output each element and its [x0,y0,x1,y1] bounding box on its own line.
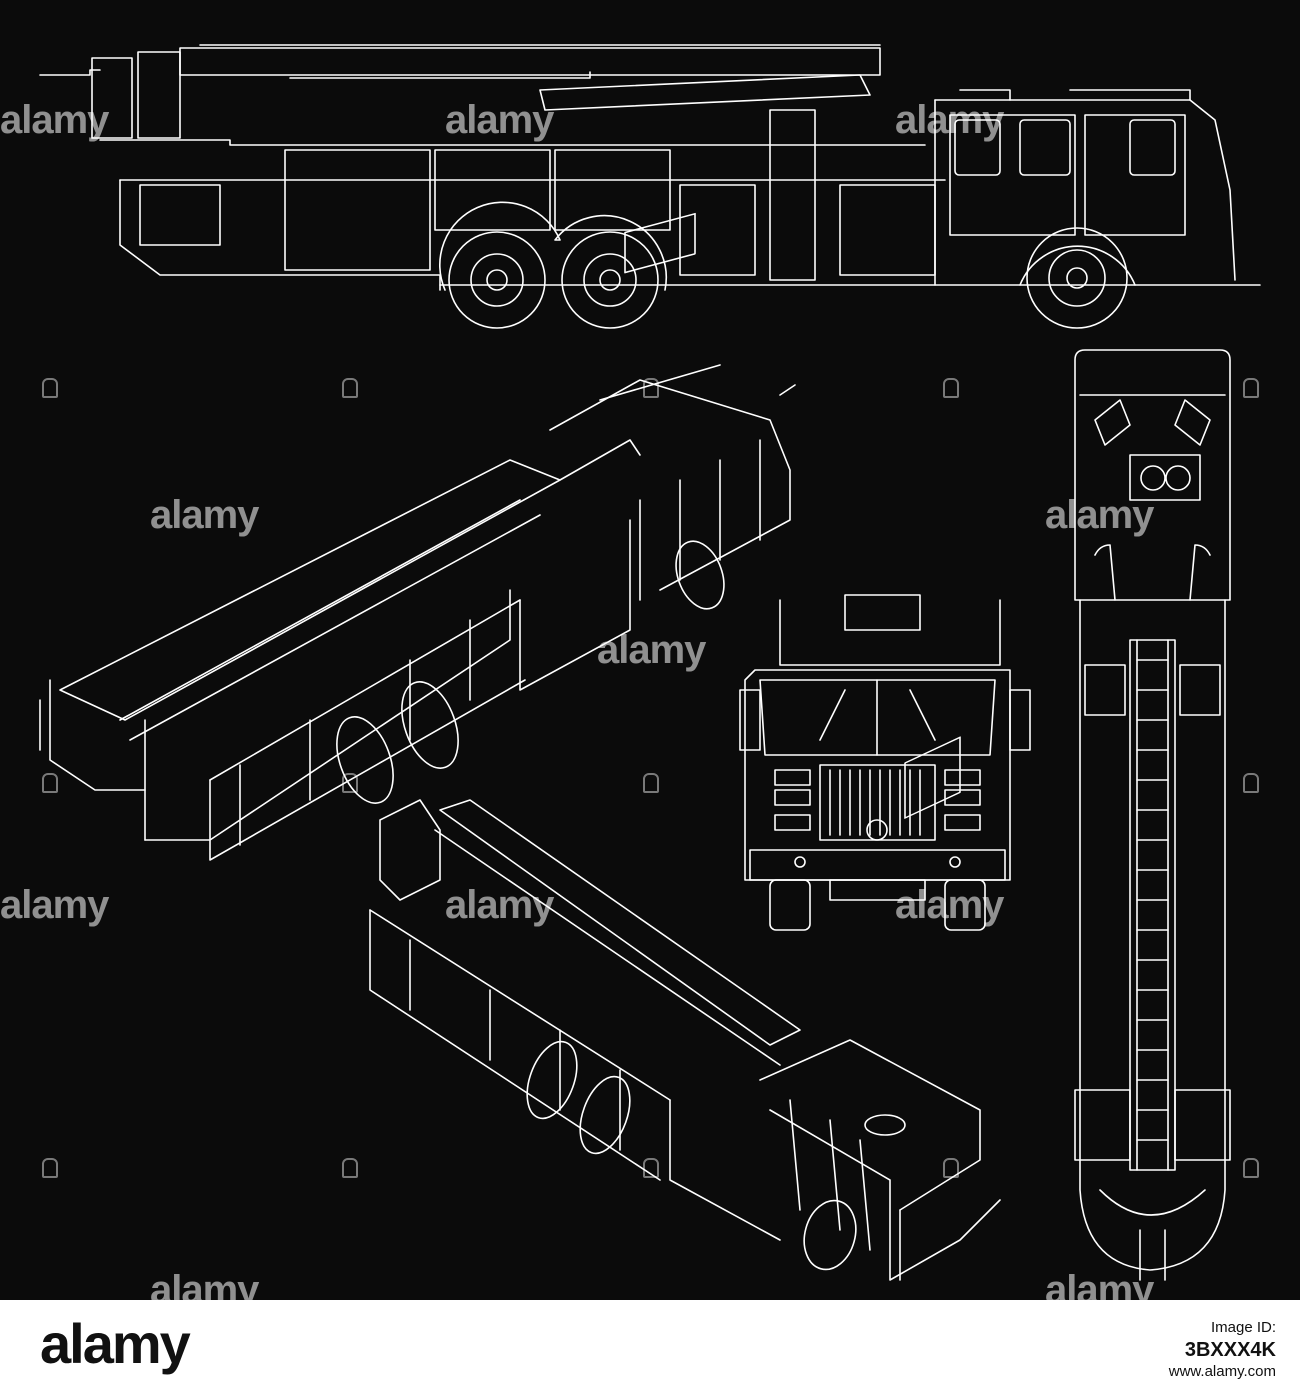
watermark-mark [1243,773,1259,793]
watermark-alamy: alamy [895,98,1004,142]
watermark-alamy: alamy [445,98,554,142]
footer-bar: alamy Image ID: 3BXXX4K www.alamy.com [0,1300,1300,1390]
alamy-logo: alamy [40,1312,191,1375]
image-info: Image ID: 3BXXX4K www.alamy.com [1169,1318,1276,1382]
watermark-mark [342,1158,358,1178]
watermark-alamy: alamy [1045,493,1154,537]
watermark-mark [943,378,959,398]
watermark-mark [1243,378,1259,398]
watermark-mark [342,378,358,398]
image-id-label: Image ID: [1210,1319,1276,1336]
watermark-alamy: alamy [150,1268,259,1300]
site-url[interactable]: www.alamy.com [1168,1363,1276,1380]
watermark-mark [342,773,358,793]
watermark-mark [42,1158,58,1178]
watermark-mark [643,1158,659,1178]
watermark-mark [643,773,659,793]
image-id: 3BXXX4K [1184,1339,1276,1361]
side-view [39,44,1261,329]
watermark-mark [42,773,58,793]
watermark-mark [42,378,58,398]
watermark-mark [1243,1158,1259,1178]
watermark-alamy: alamy [150,493,259,537]
watermark-alamy: alamy [0,98,109,142]
watermark-alamy: alamy [597,628,706,672]
top-view [1074,349,1231,1281]
fire-truck-line-drawing [39,44,1261,1281]
watermark-alamy: alamy [445,883,554,927]
drawing-canvas: alamy alamy alamy alamy alamy alamy alam… [0,0,1300,1300]
watermark-mark [943,1158,959,1178]
watermark-mark [643,378,659,398]
watermark-alamy: alamy [0,883,109,927]
watermark-alamy: alamy [1045,1268,1154,1300]
watermark-alamy: alamy [895,883,1004,927]
isometric-view-rear-left [39,212,796,861]
isometric-view-front-right [369,736,1001,1281]
front-view [739,594,1031,931]
